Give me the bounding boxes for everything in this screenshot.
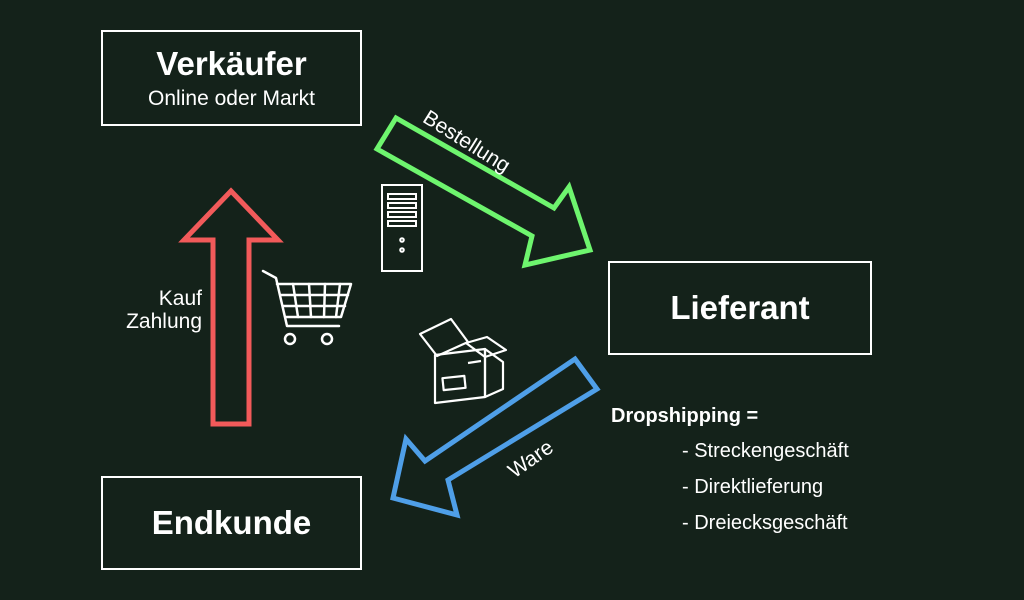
dropshipping-item: - Streckengeschäft <box>682 440 849 462</box>
open-box-icon <box>418 317 508 405</box>
seller-subtitle: Online oder Markt <box>148 86 315 110</box>
shopping-cart-icon <box>261 269 353 346</box>
order-arrow <box>373 114 594 269</box>
customer-box: Endkunde <box>101 476 362 570</box>
supplier-title: Lieferant <box>670 289 810 327</box>
purchase-arrow <box>178 187 284 427</box>
purchase-label-line1: Kauf <box>158 287 202 310</box>
dropshipping-definition: Dropshipping = - Streckengeschäft - Dire… <box>611 405 849 548</box>
seller-box: Verkäufer Online oder Markt <box>101 30 362 126</box>
customer-title: Endkunde <box>151 504 312 542</box>
dropshipping-item: - Direktlieferung <box>682 476 824 498</box>
purchase-label: Kauf Zahlung <box>126 287 202 333</box>
supplier-box: Lieferant <box>608 261 872 355</box>
purchase-label-line2: Zahlung <box>126 310 202 334</box>
seller-title: Verkäufer <box>156 45 307 83</box>
server-icon <box>381 184 423 272</box>
dropshipping-title: Dropshipping = <box>611 405 759 427</box>
goods-arrow <box>390 355 601 519</box>
dropshipping-item: - Dreiecksgeschäft <box>682 512 848 534</box>
